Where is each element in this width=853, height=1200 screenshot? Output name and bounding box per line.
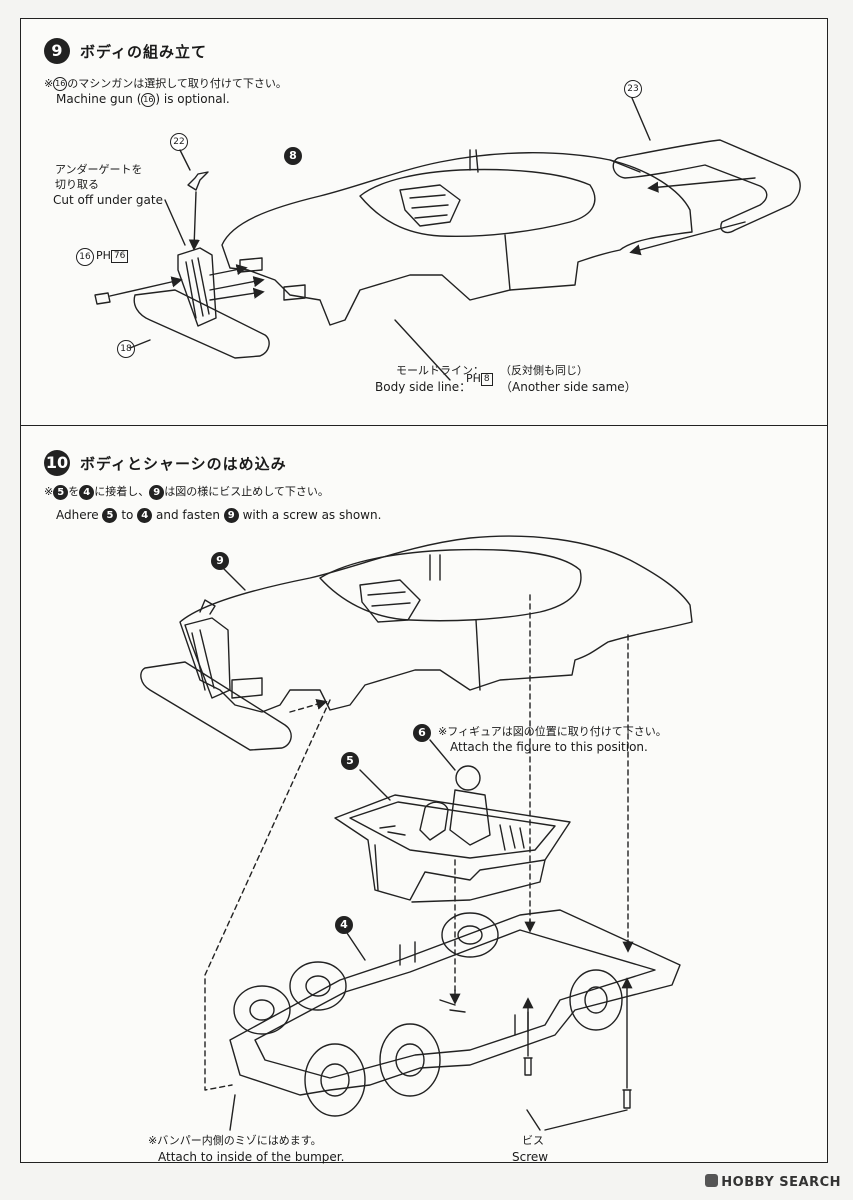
bumper-note-jp: ※バンパー内側のミゾにはめます。 (148, 1134, 322, 1147)
callout-part-16: 16 (76, 248, 94, 266)
figure-note-jp: ※フィギュアは図の位置に取り付けて下さい。 (438, 725, 667, 738)
assembly-guides (204, 594, 629, 1091)
instruction-sheet (20, 18, 828, 1163)
gate-note-jp-1: アンダーゲートを (55, 163, 143, 176)
callout-part-18: 18 (117, 340, 135, 358)
figure-note-en: Attach the figure to this position. (450, 740, 648, 754)
screw-label-en: Screw (512, 1150, 549, 1164)
callout-part-9: 9 (211, 552, 229, 570)
front-grille-part-18 (129, 199, 270, 359)
screws (523, 1057, 632, 1131)
callout-part-8: 8 (284, 147, 302, 165)
callout-part-5: 5 (341, 752, 359, 770)
callout-part-4: 4 (335, 916, 353, 934)
callout-part-23: 23 (624, 80, 642, 98)
hobby-search-logo-icon (705, 1174, 719, 1187)
figure-part-6 (379, 739, 491, 846)
mold-note-en: （Another side same） (500, 380, 637, 394)
car-body-part-8 (221, 149, 693, 326)
gate-note-jp-2: 切り取る (55, 178, 99, 191)
callout-part-22: 22 (170, 133, 188, 151)
seat-tub-part-5 (334, 769, 571, 903)
rear-bumper-part-23 (612, 97, 801, 256)
step-10-note-en: Adhere 5 to 4 and fasten 9 with a screw … (56, 508, 382, 523)
car-body-part-9 (140, 535, 693, 751)
step-9-badge: 9 (44, 38, 70, 64)
ornament-part-22 (179, 149, 209, 251)
step-10-badge: 10 (44, 450, 70, 476)
mold-line-en: Body side line： (375, 380, 472, 394)
screw-label-jp: ビス (522, 1134, 544, 1147)
mold-note-jp: （反対側も同じ） (500, 364, 588, 377)
gate-note-en: Cut off under gate (53, 193, 163, 207)
machine-gun-part-16 (94, 264, 265, 305)
watermark: HOBBY SEARCH (705, 1174, 841, 1190)
mold-line-jp: モールドライン： (396, 364, 484, 377)
wheels (233, 912, 623, 1117)
step-divider (20, 425, 828, 426)
step-10-title: ボディとシャーシのはめ込み (80, 455, 287, 473)
chassis-part-4 (229, 909, 681, 1096)
bumper-note-en: Attach to inside of the bumper. (158, 1150, 345, 1164)
step-9-note-en: Machine gun (16) is optional. (56, 92, 230, 107)
step-9-title: ボディの組み立て (80, 43, 207, 61)
callout-part-6: 6 (413, 724, 431, 742)
